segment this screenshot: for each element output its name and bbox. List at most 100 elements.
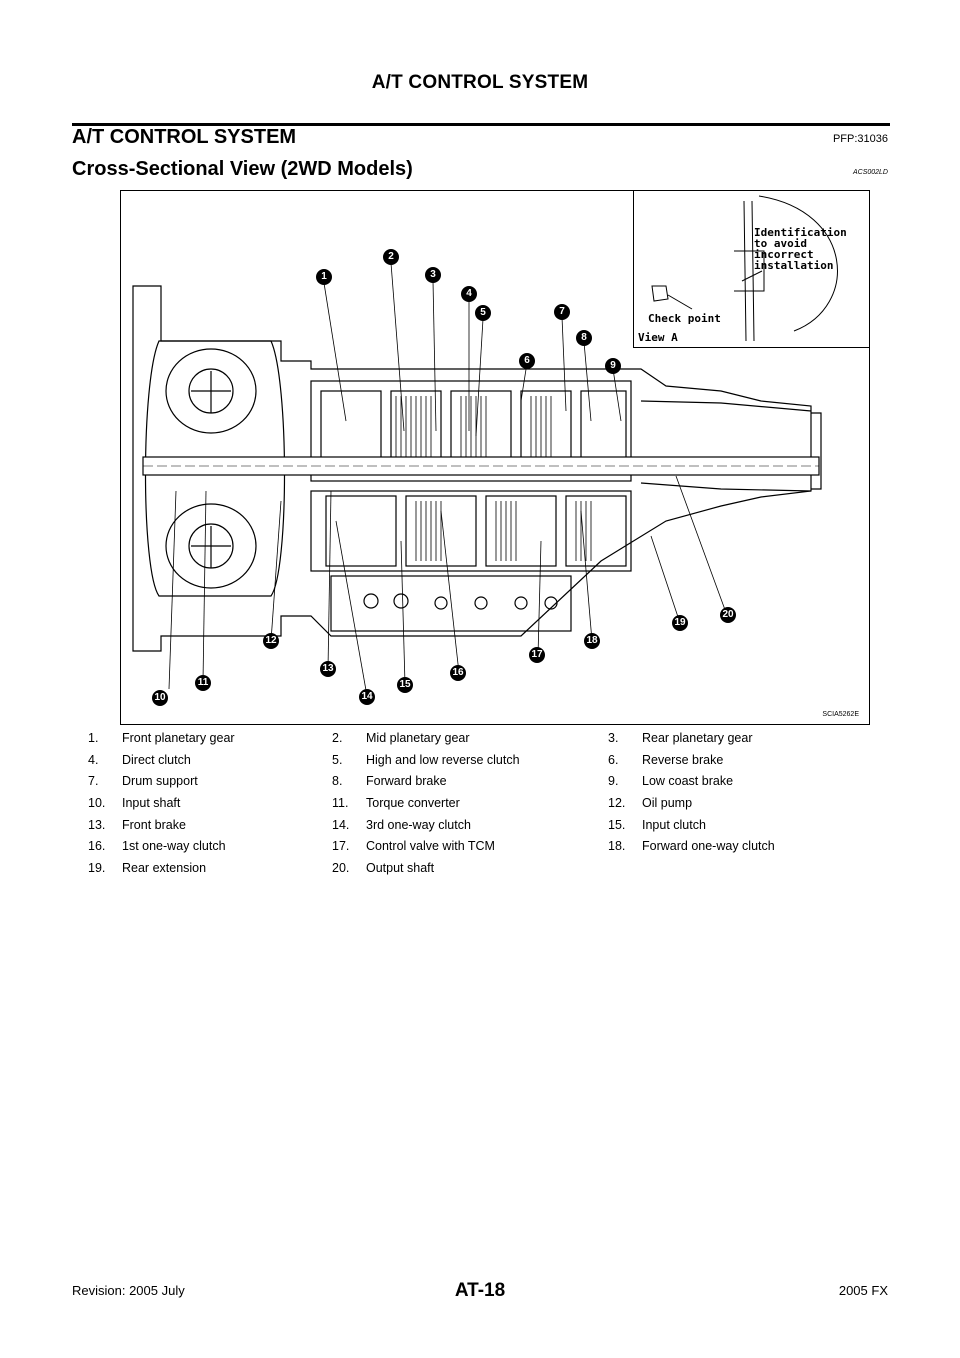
callout-16: 16 <box>450 665 466 681</box>
callout-5: 5 <box>475 305 491 321</box>
legend-row: 7. Drum support 8. Forward brake 9. Low coa… <box>88 770 888 792</box>
legend-item: 9. Low coast brake <box>608 774 888 788</box>
legend-item: 14. 3rd one-way clutch <box>332 818 608 832</box>
legend-label: Input shaft <box>122 795 181 810</box>
legend-number: 8. <box>332 774 343 789</box>
callout-15: 15 <box>397 677 413 693</box>
legend-item: 12. Oil pump <box>608 796 888 810</box>
legend-label: High and low reverse clutch <box>366 752 520 767</box>
legend-item: 19. Rear extension <box>88 861 332 875</box>
legend-number: 4. <box>88 752 99 767</box>
callout-17: 17 <box>529 647 545 663</box>
legend-item: 18. Forward one-way clutch <box>608 839 888 853</box>
legend-label: Low coast brake <box>642 774 734 789</box>
legend-label: Torque converter <box>366 795 460 810</box>
view-a-drawing <box>651 195 838 342</box>
callout-14: 14 <box>359 689 375 705</box>
callout-10: 10 <box>152 690 168 706</box>
page-header-title: A/T CONTROL SYSTEM <box>371 72 589 93</box>
cross-section-figure: Identification to avoid incorrect instal… <box>120 190 870 725</box>
callout-1: 1 <box>316 269 332 285</box>
legend-item: 15. Input clutch <box>608 818 888 832</box>
legend-row: 16. 1st one-way clutch 17. Control valve w… <box>88 835 888 857</box>
inset-identification-note: Identification to avoid incorrect instal… <box>754 226 847 272</box>
legend-number: 9. <box>608 774 619 789</box>
figure-code: SCIA5262E <box>822 711 859 718</box>
legend-number: 10. <box>88 795 106 810</box>
legend-label: Control valve with TCM <box>366 839 495 854</box>
legend-item: 20.Output shaft <box>332 861 608 875</box>
footer-page-number: AT-18 <box>454 1280 506 1301</box>
legend-number: 7. <box>88 774 99 789</box>
header-rule <box>72 123 890 126</box>
parts-legend: 1. Front planetary gear 2. Mid planetary g… <box>88 727 888 879</box>
legend-number: 5. <box>332 752 343 767</box>
legend-item: 13. Front brake <box>88 818 332 832</box>
callout-13: 13 <box>320 661 336 677</box>
footer-revision: Revision: 2005 July <box>72 1283 185 1298</box>
callout-9: 9 <box>605 358 621 374</box>
legend-label: Rear planetary gear <box>642 730 753 745</box>
legend-label: Reverse brake <box>642 752 724 767</box>
legend-item: 1. Front planetary gear <box>88 731 332 745</box>
legend-number: 15. <box>608 817 626 832</box>
legend-label: Rear extension <box>122 860 207 875</box>
legend-label: 1st one-way clutch <box>122 839 226 854</box>
view-a-inset: Identification to avoid incorrect instal… <box>633 191 869 348</box>
inset-view-label: View A <box>638 331 678 344</box>
legend-number: 6. <box>608 752 619 767</box>
legend-row: 1. Front planetary gear 2. Mid planetary g… <box>88 727 888 749</box>
legend-item: 3. Rear planetary gear <box>608 731 888 745</box>
legend-number: 16. <box>88 839 106 854</box>
callout-6: 6 <box>519 353 535 369</box>
legend-number: 20. <box>332 860 350 875</box>
legend-item: 17. Control valve with TCM <box>332 839 608 853</box>
legend-number: 3. <box>608 730 619 745</box>
subsection-title: Cross-Sectional View (2WD Models) <box>72 158 413 180</box>
legend-item: 10. Input shaft <box>88 796 332 810</box>
legend-label: Mid planetary gear <box>366 730 470 745</box>
section-title: A/T CONTROL SYSTEM <box>72 126 297 148</box>
legend-label: Forward one-way clutch <box>642 839 775 854</box>
legend-number: 2. <box>332 730 343 745</box>
legend-row: 13. Front brake 14. 3rd one-way clutch 15.… <box>88 814 888 836</box>
legend-label: Input clutch <box>642 817 706 832</box>
legend-number: 12. <box>608 795 626 810</box>
legend-item: 4. Direct clutch <box>88 753 332 767</box>
legend-item: 16. 1st one-way clutch <box>88 839 332 853</box>
callout-19: 19 <box>672 615 688 631</box>
footer-model: 2005 FX <box>838 1283 888 1298</box>
legend-label: 3rd one-way clutch <box>366 817 471 832</box>
legend-number: 14. <box>332 817 350 832</box>
legend-item: 8. Forward brake <box>332 774 608 788</box>
callout-12: 12 <box>263 633 279 649</box>
inset-check-point-label: Check point <box>648 312 721 325</box>
legend-row: 19. Rear extension 20.Output shaft <box>88 857 888 879</box>
legend-item: 5. High and low reverse clutch <box>332 753 608 767</box>
legend-label: Front planetary gear <box>122 730 235 745</box>
transmission-drawing <box>132 262 822 697</box>
callout-3: 3 <box>425 267 441 283</box>
legend-item: 11. Torque converter <box>332 796 608 810</box>
section-code: PFP:31036 <box>832 133 888 145</box>
legend-item: 6. Reverse brake <box>608 753 888 767</box>
legend-label: Drum support <box>122 774 198 789</box>
legend-label: Front brake <box>122 817 186 832</box>
legend-item: 7. Drum support <box>88 774 332 788</box>
callout-20: 20 <box>720 607 736 623</box>
callout-18: 18 <box>584 633 600 649</box>
legend-number: 11. <box>332 795 349 810</box>
legend-number: 17. <box>332 839 350 854</box>
legend-label: Forward brake <box>366 774 447 789</box>
legend-number: 19. <box>88 860 106 875</box>
legend-number: 13. <box>88 817 106 832</box>
legend-label: Direct clutch <box>122 752 191 767</box>
callout-8: 8 <box>576 330 592 346</box>
legend-number: 1. <box>88 730 99 745</box>
legend-label: Oil pump <box>642 795 693 810</box>
legend-item: 2. Mid planetary gear <box>332 731 608 745</box>
callout-7: 7 <box>554 304 570 320</box>
legend-number: 18. <box>608 839 626 854</box>
callout-4: 4 <box>461 286 477 302</box>
legend-row: 10. Input shaft 11. Torque converter 12. Oi… <box>88 792 888 814</box>
